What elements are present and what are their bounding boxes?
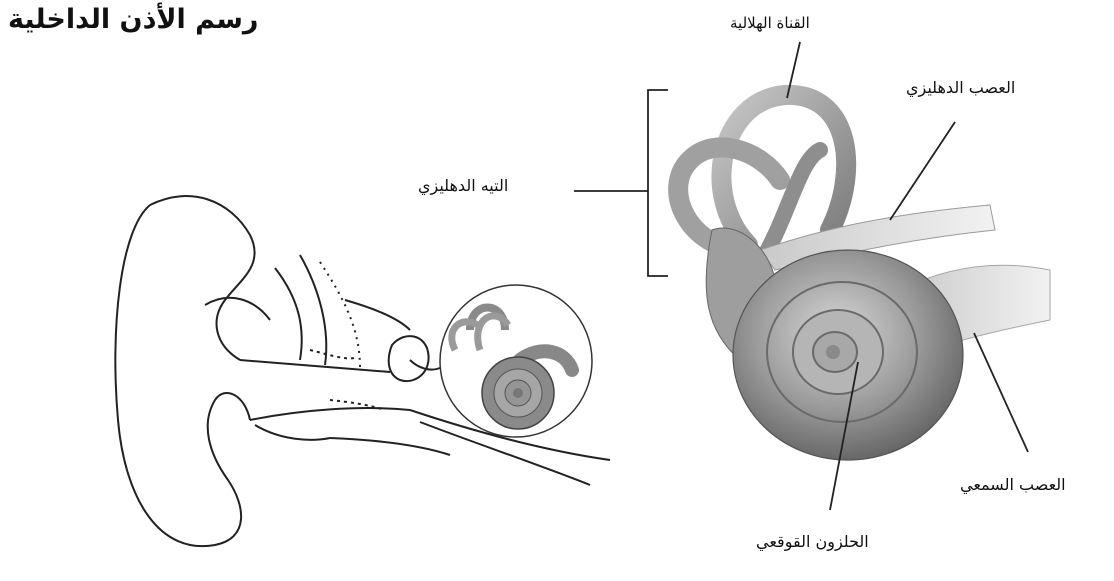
label-cochlea: الحلزون القوقعي — [756, 532, 869, 551]
label-vestibule: التيه الدهليزي — [418, 176, 508, 195]
semicircular-canals — [678, 95, 846, 255]
small-inner-ear — [452, 308, 572, 430]
leader-auditory-nerve — [974, 333, 1028, 452]
label-semicircular-canal: القناة الهلالية — [730, 14, 810, 32]
vestibule-bracket — [648, 90, 668, 276]
diagram-title: رسم الأذن الداخلية — [8, 4, 258, 35]
label-vestibular-nerve: العصب الدهليزي — [906, 78, 1015, 97]
cochlea-shape — [733, 250, 963, 460]
label-auditory-nerve: العصب السمعي — [960, 475, 1066, 494]
leader-vestibular-nerve — [890, 122, 955, 220]
